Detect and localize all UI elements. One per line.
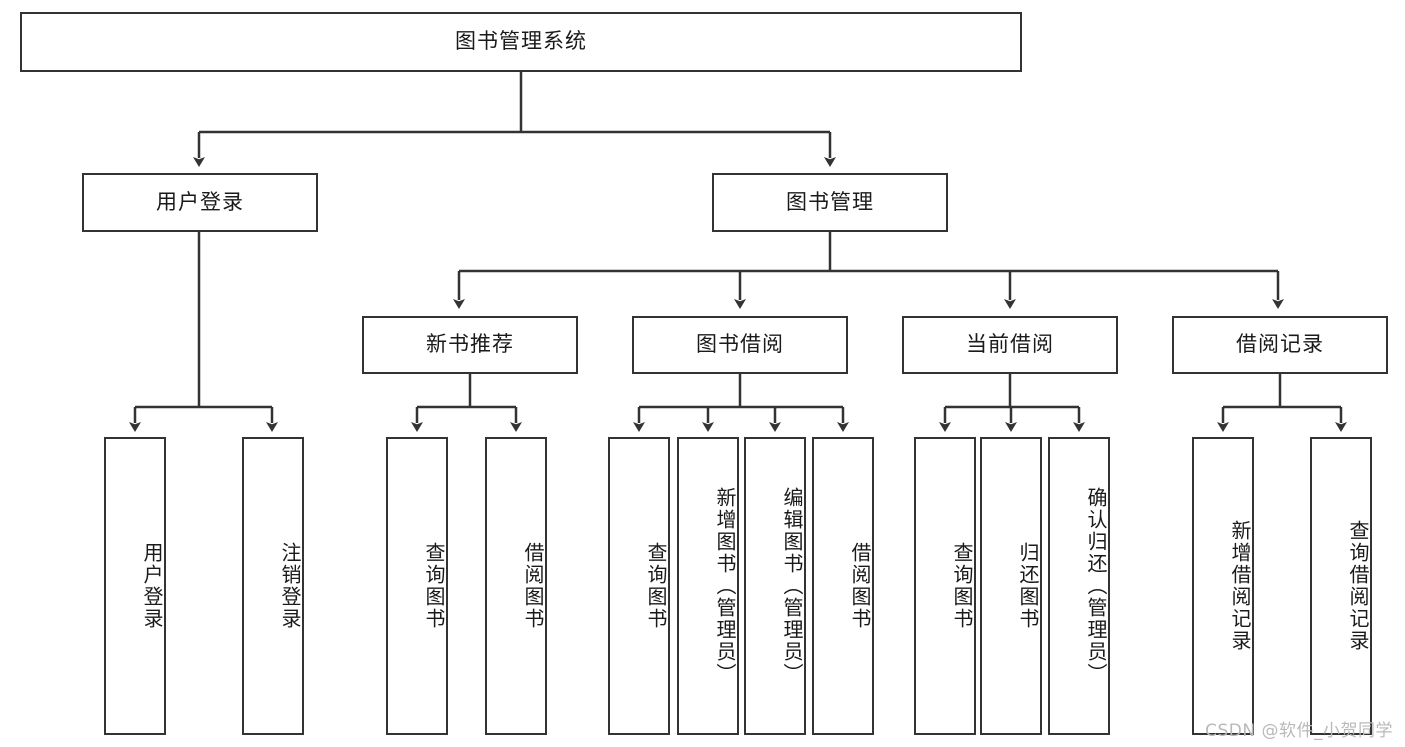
node-book-borrow[interactable]: 图书借阅 xyxy=(632,316,848,374)
node-root-system[interactable]: 图书管理系统 xyxy=(20,12,1022,72)
leaf-recommend-query-book[interactable]: 查询图书 xyxy=(386,437,448,735)
node-borrow-record[interactable]: 借阅记录 xyxy=(1172,316,1388,374)
node-current-borrow[interactable]: 当前借阅 xyxy=(902,316,1118,374)
node-new-book-recommend[interactable]: 新书推荐 xyxy=(362,316,578,374)
leaf-user-login-logout[interactable]: 注销登录 xyxy=(242,437,304,735)
leaf-borrow-query-book[interactable]: 查询图书 xyxy=(608,437,670,735)
node-label: 图书管理 xyxy=(786,189,874,214)
node-label: 新增借阅记录 xyxy=(1228,520,1252,652)
leaf-recommend-borrow-book[interactable]: 借阅图书 xyxy=(485,437,547,735)
leaf-current-query-book[interactable]: 查询图书 xyxy=(914,437,976,735)
leaf-borrow-add-book-admin[interactable]: 新增图书（管理员） xyxy=(677,437,739,735)
node-label: 用户登录 xyxy=(140,542,164,630)
node-label: 借阅记录 xyxy=(1236,332,1324,357)
node-label: 借阅图书 xyxy=(848,542,872,630)
node-user-login[interactable]: 用户登录 xyxy=(82,173,318,232)
node-label: 确认归还（管理员） xyxy=(1084,487,1108,685)
node-label: 新书推荐 xyxy=(426,332,514,357)
node-label: 注销登录 xyxy=(278,542,302,630)
leaf-record-add-record[interactable]: 新增借阅记录 xyxy=(1192,437,1254,735)
node-label: 查询图书 xyxy=(422,542,446,630)
node-label: 归还图书 xyxy=(1016,542,1040,630)
node-label: 借阅图书 xyxy=(521,542,545,630)
leaf-borrow-borrow-book[interactable]: 借阅图书 xyxy=(812,437,874,735)
node-book-management[interactable]: 图书管理 xyxy=(712,173,948,232)
node-label: 用户登录 xyxy=(156,189,244,214)
leaf-current-confirm-return-admin[interactable]: 确认归还（管理员） xyxy=(1048,437,1110,735)
leaf-user-login-login[interactable]: 用户登录 xyxy=(104,437,166,735)
node-label: 查询借阅记录 xyxy=(1346,520,1370,652)
node-label: 编辑图书（管理员） xyxy=(780,487,804,685)
leaf-borrow-edit-book-admin[interactable]: 编辑图书（管理员） xyxy=(744,437,806,735)
node-label: 查询图书 xyxy=(950,542,974,630)
leaf-record-query-record[interactable]: 查询借阅记录 xyxy=(1310,437,1372,735)
node-label: 查询图书 xyxy=(644,542,668,630)
node-label: 图书借阅 xyxy=(696,332,784,357)
node-label: 当前借阅 xyxy=(966,332,1054,357)
node-label: 新增图书（管理员） xyxy=(713,487,737,685)
node-label: 图书管理系统 xyxy=(455,29,587,54)
watermark-text: CSDN @软件_小贺同学 xyxy=(1205,721,1393,741)
leaf-current-return-book[interactable]: 归还图书 xyxy=(980,437,1042,735)
